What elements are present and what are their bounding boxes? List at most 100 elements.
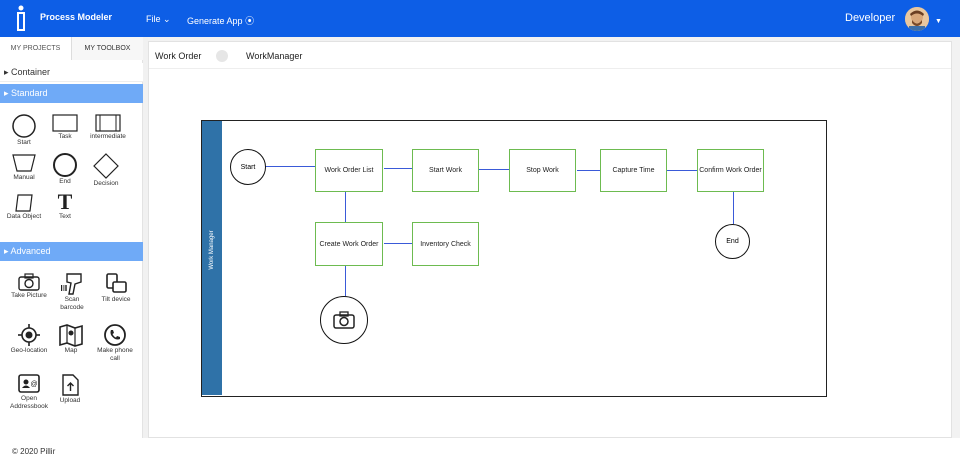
end-event[interactable]: End (715, 224, 750, 259)
connector-line[interactable] (345, 191, 346, 222)
upload-icon (62, 374, 79, 396)
task-label: Work Order List (324, 167, 374, 174)
tool-label: Geo-location (10, 347, 48, 354)
task-icon (52, 114, 78, 132)
decision-diamond-icon (93, 153, 119, 179)
user-menu-caret-icon[interactable]: ▼ (935, 18, 942, 25)
task-stop-work[interactable]: Stop Work (509, 149, 576, 192)
addressbook-icon: @ (18, 374, 40, 393)
chevron-down-icon: ⌄ (163, 14, 171, 24)
task-label: Start Work (429, 167, 462, 174)
svg-text:T: T (58, 189, 73, 213)
tool-end[interactable]: End (47, 152, 83, 186)
section-standard[interactable]: ▸ Standard (0, 84, 143, 103)
connector-line[interactable] (667, 170, 699, 171)
breadcrumb: Work Order WorkManager (149, 42, 951, 69)
tool-label: Take Picture (11, 292, 47, 299)
tool-text[interactable]: T Text (47, 189, 83, 221)
sidebar-tabs: MY PROJECTS MY TOOLBOX (0, 37, 143, 60)
take-picture-node[interactable] (320, 296, 368, 344)
top-bar: Process Modeler File ⌄ Generate App ⦿ De… (0, 0, 960, 37)
task-label: Confirm Work Order (699, 167, 762, 174)
camera-icon (333, 311, 355, 329)
tool-label: Scan barcode (60, 296, 84, 311)
circle-arrow-icon: ⦿ (245, 16, 255, 26)
map-icon (59, 324, 83, 347)
tool-intermediate[interactable]: intermediate (88, 113, 128, 141)
logo-icon (17, 5, 25, 31)
tool-take-picture[interactable]: Take Picture (8, 272, 50, 300)
intermediate-icon (95, 114, 121, 132)
task-label: Create Work Order (319, 240, 379, 248)
svg-text:@: @ (30, 381, 37, 388)
app-name: Process Modeler (40, 12, 113, 22)
tab-my-toolbox[interactable]: MY TOOLBOX (71, 37, 143, 60)
start-event[interactable]: Start (230, 149, 266, 185)
avatar[interactable] (905, 7, 929, 31)
task-inventory-check[interactable]: Inventory Check (412, 222, 479, 266)
task-label: Inventory Check (420, 240, 471, 248)
diagram-canvas[interactable]: Work Order WorkManager Work Manager Star… (148, 41, 952, 438)
footer: © 2020 Pillir (0, 438, 960, 462)
tool-label: Task (58, 133, 72, 140)
tool-make-phone-call[interactable]: Make phone call (96, 323, 134, 363)
tool-geo-location[interactable]: Geo-location (8, 323, 50, 355)
tool-task[interactable]: Task (47, 113, 83, 141)
data-object-icon (15, 194, 33, 212)
task-start-work[interactable]: Start Work (412, 149, 479, 192)
section-container[interactable]: ▸ Container (0, 63, 143, 82)
connector-line[interactable] (345, 266, 346, 296)
connector-line[interactable] (577, 170, 601, 171)
text-icon: T (58, 189, 73, 213)
tool-map[interactable]: Map (53, 323, 89, 355)
section-advanced[interactable]: ▸ Advanced (0, 242, 143, 261)
tool-data-object[interactable]: Data Object (4, 193, 44, 221)
copyright-text: © 2020 Pillir (12, 447, 56, 456)
start-event-label: Start (240, 163, 256, 171)
connector-line[interactable] (384, 243, 412, 244)
tool-label: Tilt device (101, 296, 131, 303)
tool-label: Make phone call (97, 347, 133, 362)
section-standard-label: Standard (11, 88, 48, 98)
breadcrumb-item-workmanager[interactable]: WorkManager (246, 51, 303, 61)
tool-label: Upload (59, 397, 81, 404)
geo-location-icon (18, 324, 40, 346)
tool-label: Text (59, 213, 71, 220)
tool-label: Manual (13, 174, 35, 181)
tool-label: Map (64, 347, 78, 354)
tab-my-projects[interactable]: MY PROJECTS (0, 37, 71, 60)
tool-tilt-device[interactable]: Tilt device (96, 272, 136, 304)
task-confirm-work-order[interactable]: Confirm Work Order (697, 149, 764, 192)
phone-call-icon (104, 324, 126, 346)
tool-label: Start (17, 139, 31, 146)
connector-line[interactable] (733, 192, 734, 224)
tool-manual[interactable]: Manual (6, 152, 42, 182)
task-create-work-order[interactable]: Create Work Order (315, 222, 383, 266)
tool-label: Open Addressbook (10, 395, 48, 410)
breadcrumb-item-work-order[interactable]: Work Order (155, 51, 202, 61)
sidebar-scrollbar[interactable] (143, 37, 148, 438)
section-container-label: Container (11, 67, 51, 77)
tool-scan-barcode[interactable]: Scan barcode (54, 272, 90, 312)
task-capture-time[interactable]: Capture Time (600, 149, 667, 192)
connector-line[interactable] (264, 166, 316, 167)
connector-line[interactable] (479, 169, 509, 170)
camera-icon (18, 273, 40, 291)
task-work-order-list[interactable]: Work Order List (315, 149, 383, 192)
user-name[interactable]: Developer (845, 12, 896, 24)
tool-label: Decision (93, 180, 119, 187)
tool-upload[interactable]: Upload (52, 373, 88, 405)
process-diagram[interactable]: Work Manager Start Work Order List Start… (201, 120, 827, 397)
breadcrumb-separator-icon (216, 50, 228, 62)
start-event-icon (12, 114, 36, 138)
file-menu[interactable]: File ⌄ (146, 14, 171, 24)
swimlane-label: Work Manager (209, 230, 215, 270)
tool-open-addressbook[interactable]: @ Open Addressbook (6, 373, 52, 411)
generate-app-menu[interactable]: Generate App ⦿ (187, 16, 255, 26)
tool-label: Data Object (6, 213, 42, 220)
tool-decision[interactable]: Decision (88, 152, 124, 188)
swimlane-header[interactable]: Work Manager (202, 121, 222, 395)
connector-line[interactable] (384, 168, 412, 169)
tool-start[interactable]: Start (6, 113, 42, 147)
tilt-device-icon (106, 273, 127, 293)
